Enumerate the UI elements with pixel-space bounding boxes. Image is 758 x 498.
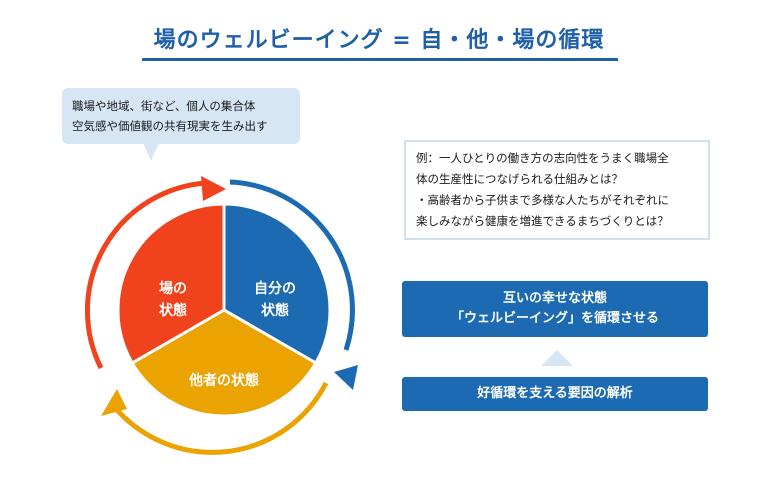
- example-line-2: 体の生産性につなげられる仕組みとは？: [416, 172, 623, 186]
- bubble-line-1: 職場や地域、街など、個人の集合体: [72, 99, 256, 113]
- arc-yellow: [110, 381, 329, 455]
- wellbeing-cycle-box: 互いの幸せな状態 「ウェルビーイング」を循環させる: [402, 281, 708, 337]
- arrow-head-blue: [334, 365, 358, 390]
- arrow-head-yellow: [101, 389, 127, 416]
- segment-place: [116, 202, 226, 366]
- page-title: 場のウェルビーイング = 自・他・場の循環: [153, 28, 605, 53]
- example-box: 例：一人ひとりの働き方の志向性をうまく職場全 体の生産性につなげられる仕組みとは…: [404, 140, 710, 240]
- segment-place-label-1: 場の: [159, 280, 187, 297]
- segment-others-label: 他者の状態: [188, 372, 259, 389]
- segment-self-label-1: 自分の: [254, 280, 296, 297]
- segment-self-label-2: 状態: [261, 302, 289, 319]
- example-line-3: ・高齢者から子供まで多様な人たちがそれぞれに: [416, 193, 669, 207]
- up-triangle-icon: [541, 350, 573, 366]
- speech-bubble: 職場や地域、街など、個人の集合体 空気感や価値観の共有現実を生み出す: [62, 88, 300, 144]
- title-underline: [142, 58, 618, 61]
- factor-analysis-box: 好循環を支える要因の解析: [402, 377, 708, 411]
- segment-self: [222, 202, 332, 366]
- wellbeing-box-line-1: 互いの幸せな状態: [502, 291, 607, 306]
- arc-red: [84, 180, 207, 370]
- example-line-1: 例：一人ひとりの働き方の志向性をうまく職場全: [416, 151, 669, 165]
- speech-bubble-tail: [143, 143, 159, 161]
- segment-place-label-2: 状態: [159, 302, 187, 319]
- wellbeing-box-line-2: 「ウェルビーイング」を循環させる: [450, 311, 659, 326]
- arc-blue: [229, 179, 355, 351]
- arrow-head-red: [201, 176, 226, 201]
- example-line-4: 楽しみながら健康を増進できるまちづくりとは？: [416, 214, 669, 228]
- bubble-line-2: 空気感や価値観の共有現実を生み出す: [72, 119, 268, 133]
